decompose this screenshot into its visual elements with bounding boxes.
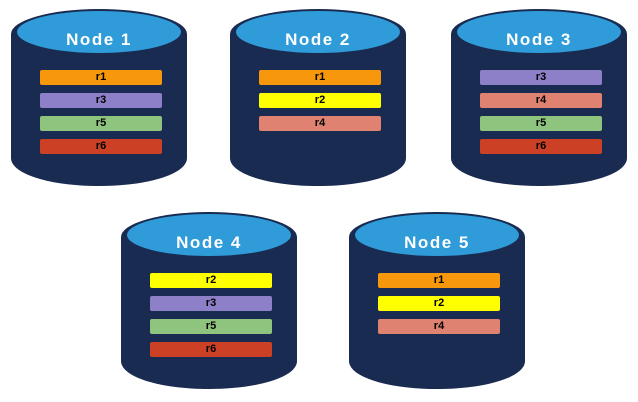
replica-item-r6[interactable]: r6 xyxy=(40,139,162,154)
replica-item-r6[interactable]: r6 xyxy=(480,139,602,154)
replica-item-r3[interactable]: r3 xyxy=(40,93,162,108)
replica-item-r6[interactable]: r6 xyxy=(150,342,272,357)
replica-item-r2[interactable]: r2 xyxy=(259,93,381,108)
replica-list: r1 r2 r4 xyxy=(378,273,500,342)
replica-list: r1 r3 r5 r6 xyxy=(40,70,162,162)
replica-item-r5[interactable]: r5 xyxy=(40,116,162,131)
replica-item-r4[interactable]: r4 xyxy=(480,93,602,108)
replica-item-r5[interactable]: r5 xyxy=(150,319,272,334)
replica-item-r2[interactable]: r2 xyxy=(150,273,272,288)
replica-list: r2 r3 r5 r6 xyxy=(150,273,272,365)
replica-list: r3 r4 r5 r6 xyxy=(480,70,602,162)
replica-item-r1[interactable]: r1 xyxy=(378,273,500,288)
replica-item-r1[interactable]: r1 xyxy=(259,70,381,85)
replica-item-r2[interactable]: r2 xyxy=(378,296,500,311)
replica-list: r1 r2 r4 xyxy=(259,70,381,139)
replica-item-r3[interactable]: r3 xyxy=(150,296,272,311)
replica-item-r4[interactable]: r4 xyxy=(259,116,381,131)
replica-item-r3[interactable]: r3 xyxy=(480,70,602,85)
replica-item-r4[interactable]: r4 xyxy=(378,319,500,334)
replica-item-r5[interactable]: r5 xyxy=(480,116,602,131)
replica-item-r1[interactable]: r1 xyxy=(40,70,162,85)
